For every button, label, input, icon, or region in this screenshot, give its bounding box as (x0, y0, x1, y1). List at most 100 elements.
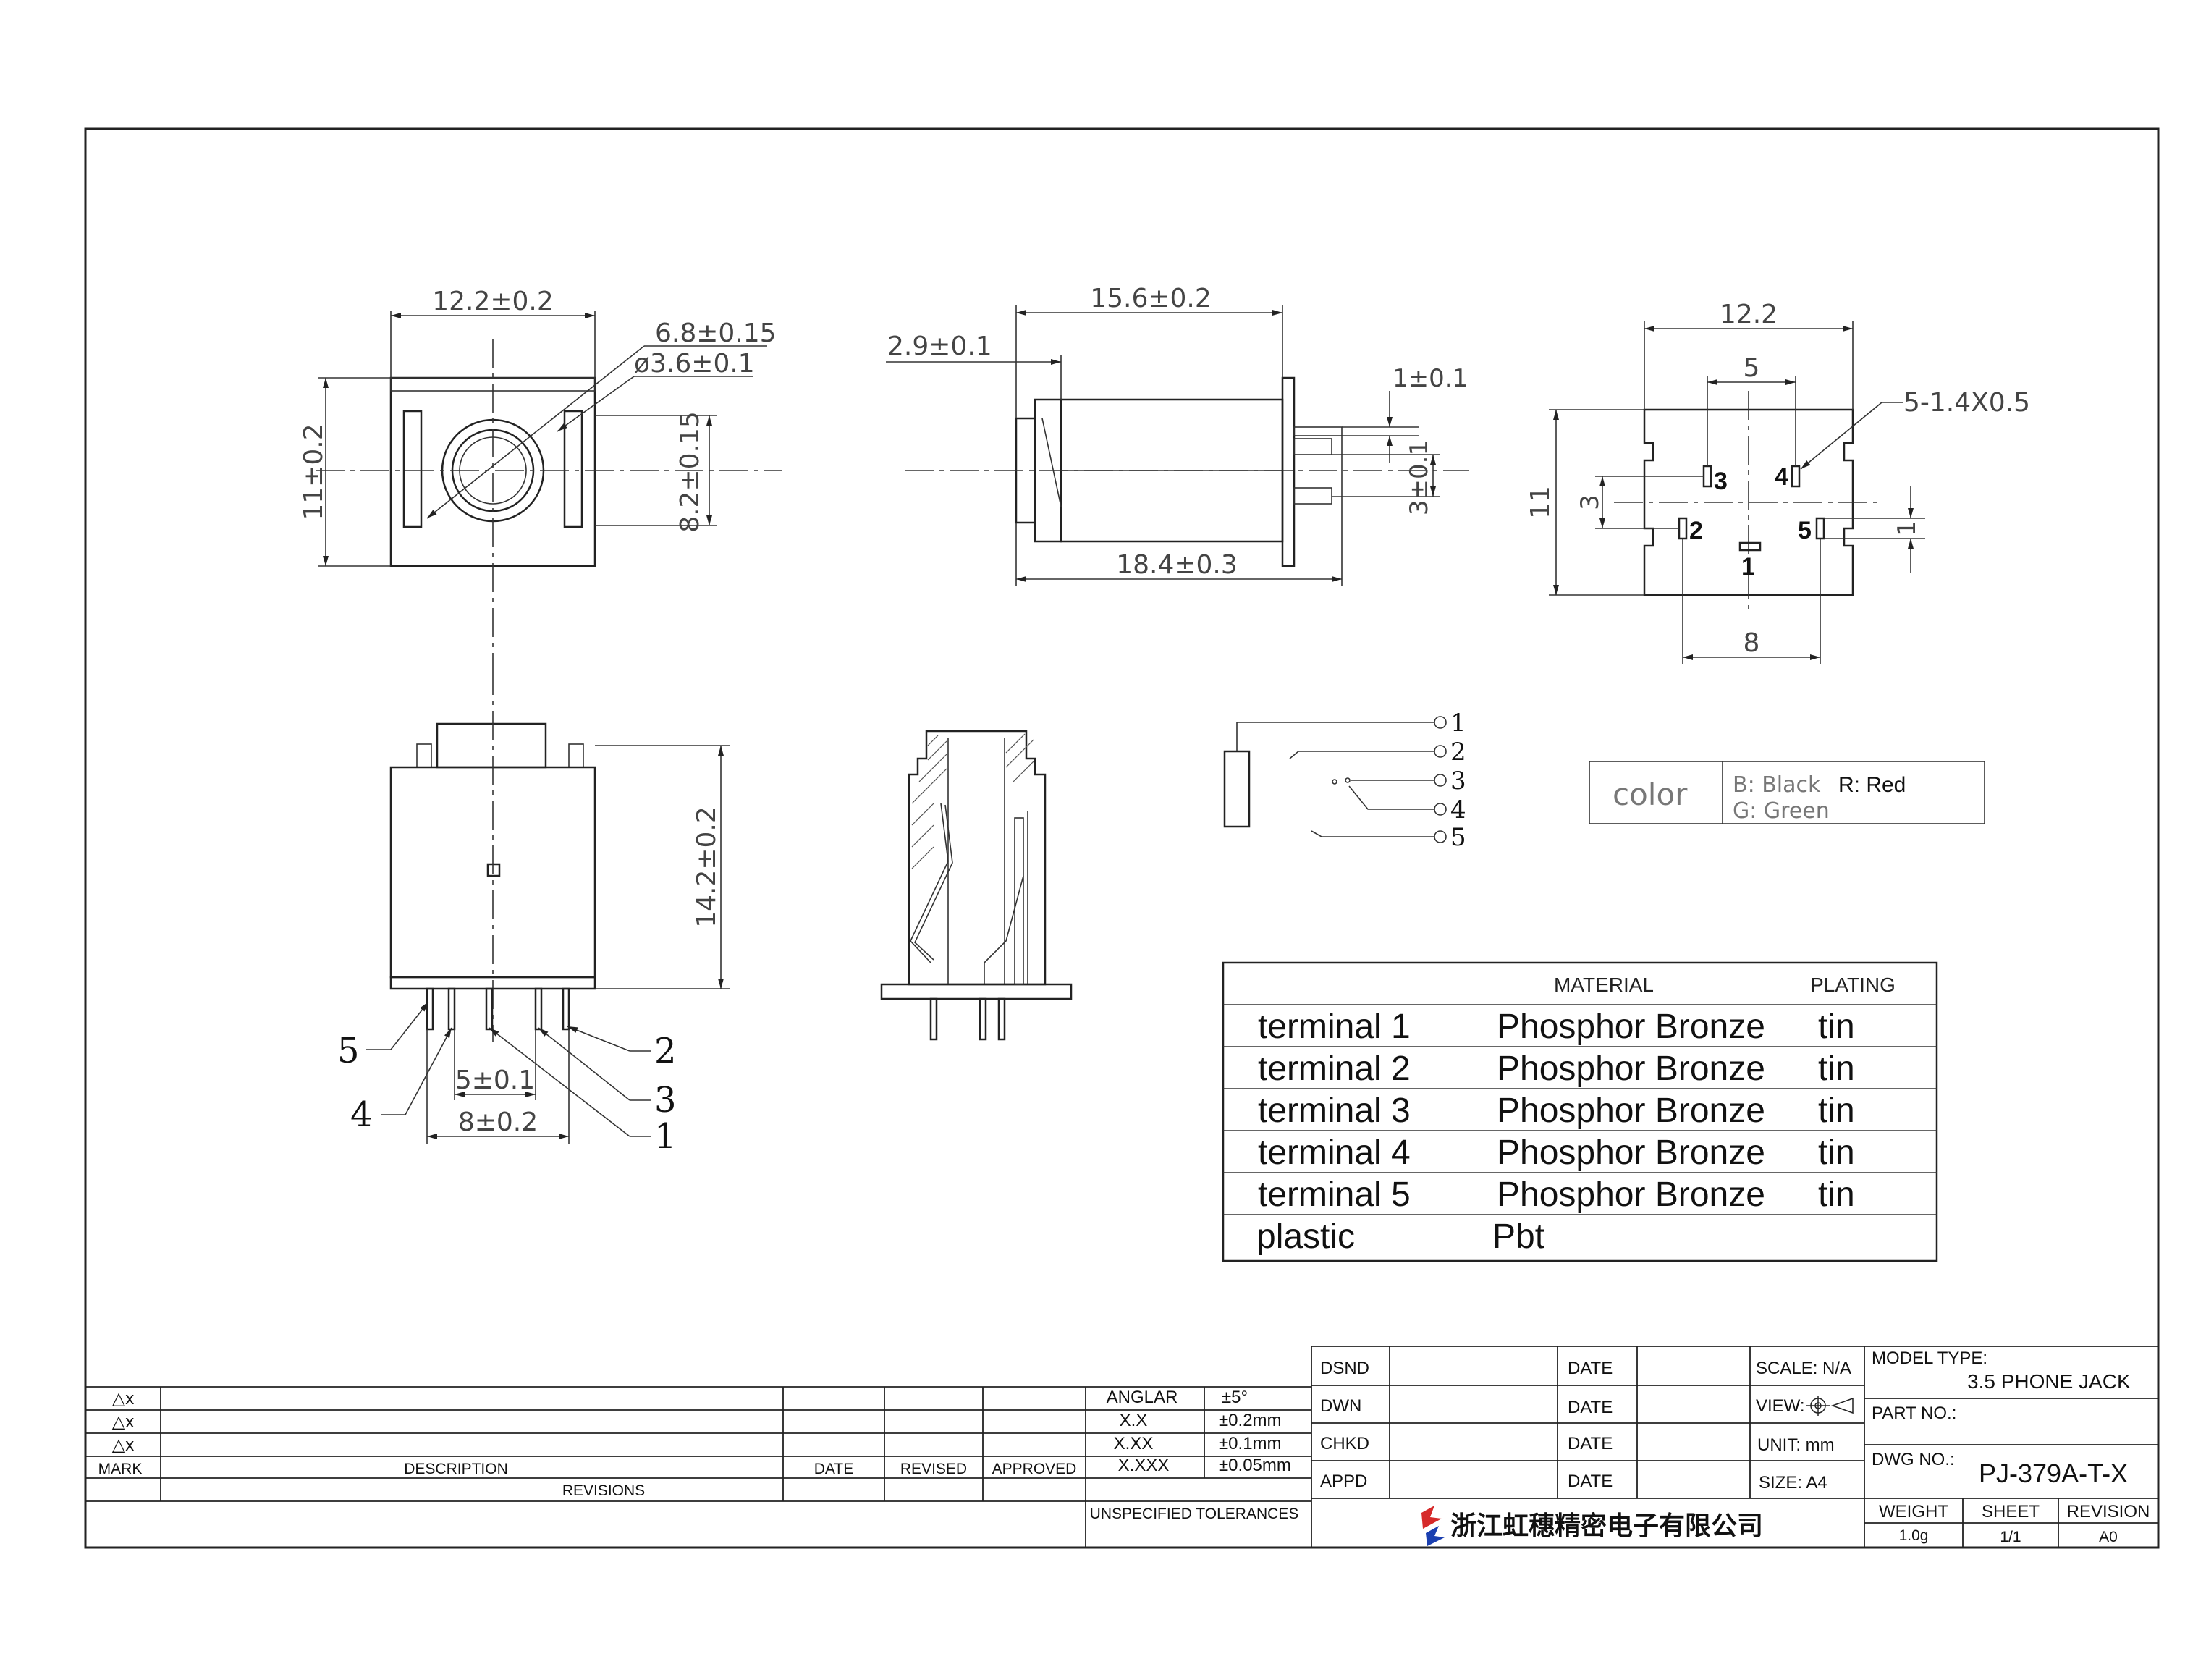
bottom-pin-label-5: 5 (337, 1031, 360, 1071)
pad-label-1: 1 (1741, 553, 1755, 581)
company-logo-icon (1421, 1506, 1445, 1546)
projection-symbol-icon (1806, 1396, 1854, 1416)
bottom-outer-span-dim: 8±0.2 (458, 1107, 538, 1137)
side-nose-dim: 2.9±0.1 (887, 332, 992, 361)
rev-mark: △x (112, 1389, 134, 1409)
schematic: 1 2 3 4 5 (1223, 709, 1466, 852)
approval-date-label: DATE (1568, 1359, 1613, 1378)
pad-4 (1791, 465, 1801, 488)
bottom-height-dim: 14.2±0.2 (692, 806, 722, 928)
footprint-width-dim: 12.2 (1720, 300, 1778, 329)
company-name: 浙江虹穗精密电子有限公司 (1450, 1511, 1763, 1541)
rev-header-approved: APPROVED (992, 1461, 1077, 1477)
pad-1 (1738, 541, 1762, 552)
material-table: MATERIAL PLATING terminal 1 Phosphor Bro… (1222, 961, 1938, 1262)
approval-role: APPD (1320, 1472, 1367, 1491)
sheet-value: 1/1 (2000, 1529, 2021, 1545)
approval-role: DWN (1320, 1396, 1361, 1416)
rev-header-mark: MARK (98, 1461, 143, 1477)
mat-row-plating: tin (1818, 1134, 1855, 1172)
section-view (880, 730, 1073, 1041)
mat-row-part: terminal 2 (1258, 1050, 1411, 1088)
approval-date-label: DATE (1568, 1472, 1613, 1491)
model-type-label: MODEL TYPE: (1872, 1348, 1987, 1368)
sheet-label: SHEET (1982, 1502, 2040, 1521)
scale-label: SCALE: N/A (1756, 1359, 1851, 1378)
footprint-pad-spec: 5-1.4X0.5 (1903, 388, 2030, 418)
mat-row-part: plastic (1256, 1217, 1355, 1256)
rev-header-description: DESCRIPTION (404, 1461, 508, 1477)
footprint-row-offset-dim: 3 (1576, 494, 1605, 510)
front-height-dim: 11±0.2 (299, 423, 329, 520)
color-green: G: Green (1733, 798, 1830, 824)
pad-5 (1815, 517, 1825, 540)
front-body-dim: 8.2±0.15 (675, 411, 705, 533)
mat-row-part: terminal 5 (1258, 1175, 1411, 1214)
color-red: R: Red (1838, 773, 1906, 797)
pad-2 (1678, 517, 1688, 540)
mat-row-plating: tin (1818, 1175, 1855, 1214)
schematic-pin-2: 2 (1450, 738, 1466, 767)
tol-label: X.X (1120, 1411, 1148, 1430)
footprint-pad-offset-dim: 1 (1893, 520, 1922, 536)
dwg-no-label: DWG NO.: (1872, 1450, 1955, 1469)
rev-header-revised: REVISED (900, 1461, 967, 1477)
side-pin-thickness-dim: 1±0.1 (1393, 364, 1468, 393)
pad-label-5: 5 (1798, 517, 1812, 544)
view-label: VIEW: (1756, 1396, 1805, 1416)
tol-label: X.XXX (1118, 1456, 1170, 1475)
mat-row-plating: tin (1818, 1050, 1855, 1088)
pad-3 (1702, 465, 1712, 488)
footprint-height-dim: 11 (1526, 486, 1555, 519)
revision-value: A0 (2099, 1529, 2118, 1545)
footprint-pad-span-dim: 5 (1744, 353, 1760, 383)
approval-date-label: DATE (1568, 1434, 1613, 1453)
mat-row-part: terminal 3 (1258, 1092, 1411, 1130)
title-block (85, 1346, 2158, 1548)
front-bore-dim: ø3.6±0.1 (634, 349, 755, 379)
pad-label-3: 3 (1714, 468, 1728, 495)
bottom-pin-label-2: 2 (654, 1031, 677, 1071)
model-type: 3.5 PHONE JACK (1967, 1370, 2131, 1393)
mat-row-material: Phosphor Bronze (1497, 1008, 1765, 1046)
title-block-text: △x △x △x MARK DESCRIPTION DATE REVISED A… (98, 1348, 2150, 1546)
mat-row-material: Phosphor Bronze (1497, 1175, 1765, 1214)
sheet-border (84, 127, 2160, 1549)
schematic-pin-3: 3 (1450, 767, 1466, 795)
revision-label: REVISION (2067, 1502, 2150, 1521)
bottom-inner-span-dim: 5±0.1 (455, 1065, 535, 1095)
bottom-pin-label-3: 3 (654, 1080, 677, 1120)
part-no-label: PART NO.: (1872, 1403, 1956, 1423)
material-header: MATERIAL (1554, 974, 1654, 996)
front-view: 12.2±0.2 11±0.2 8.2±0.15 6.8±0.15 ø3.6±0… (299, 287, 782, 666)
approval-role: CHKD (1320, 1434, 1369, 1453)
mat-row-plating: tin (1818, 1008, 1855, 1046)
approval-role: DSND (1320, 1359, 1369, 1378)
bottom-view: 14.2±0.2 5±0.1 8±0.2 5 2 4 3 1 (337, 666, 730, 1157)
color-black: B: Black (1733, 772, 1821, 798)
front-outer-dia-dim: 6.8±0.15 (655, 318, 777, 348)
weight-value: 1.0g (1899, 1527, 1929, 1544)
side-overall-dim: 18.4±0.3 (1116, 550, 1238, 580)
mat-row-material: Phosphor Bronze (1497, 1092, 1765, 1130)
pad-label-4: 4 (1775, 463, 1788, 491)
tol-value: ±0.2mm (1219, 1411, 1282, 1430)
tolerances-footer: UNSPECIFIED TOLERANCES (1090, 1506, 1299, 1522)
mat-row-material: Phosphor Bronze (1497, 1134, 1765, 1172)
side-pin-spacing-dim: 3±0.1 (1405, 440, 1434, 515)
revisions-footer: REVISIONS (562, 1482, 645, 1499)
rev-header-date: DATE (814, 1461, 853, 1477)
mat-row-part: terminal 4 (1258, 1134, 1411, 1172)
tol-label: X.XX (1114, 1434, 1154, 1453)
weight-label: WEIGHT (1879, 1502, 1948, 1521)
schematic-pin-5: 5 (1450, 823, 1466, 852)
pcb-footprint: 3 4 2 5 1 12.2 5 5-1.4X0.5 11 3 1 (1526, 300, 2030, 664)
rev-mark: △x (112, 1435, 134, 1455)
approval-date-label: DATE (1568, 1398, 1613, 1417)
tol-value: ±0.05mm (1219, 1456, 1291, 1475)
bottom-pin-label-4: 4 (350, 1094, 373, 1135)
color-label: color (1613, 777, 1688, 812)
dwg-no: PJ-379A-T-X (1979, 1459, 2128, 1488)
